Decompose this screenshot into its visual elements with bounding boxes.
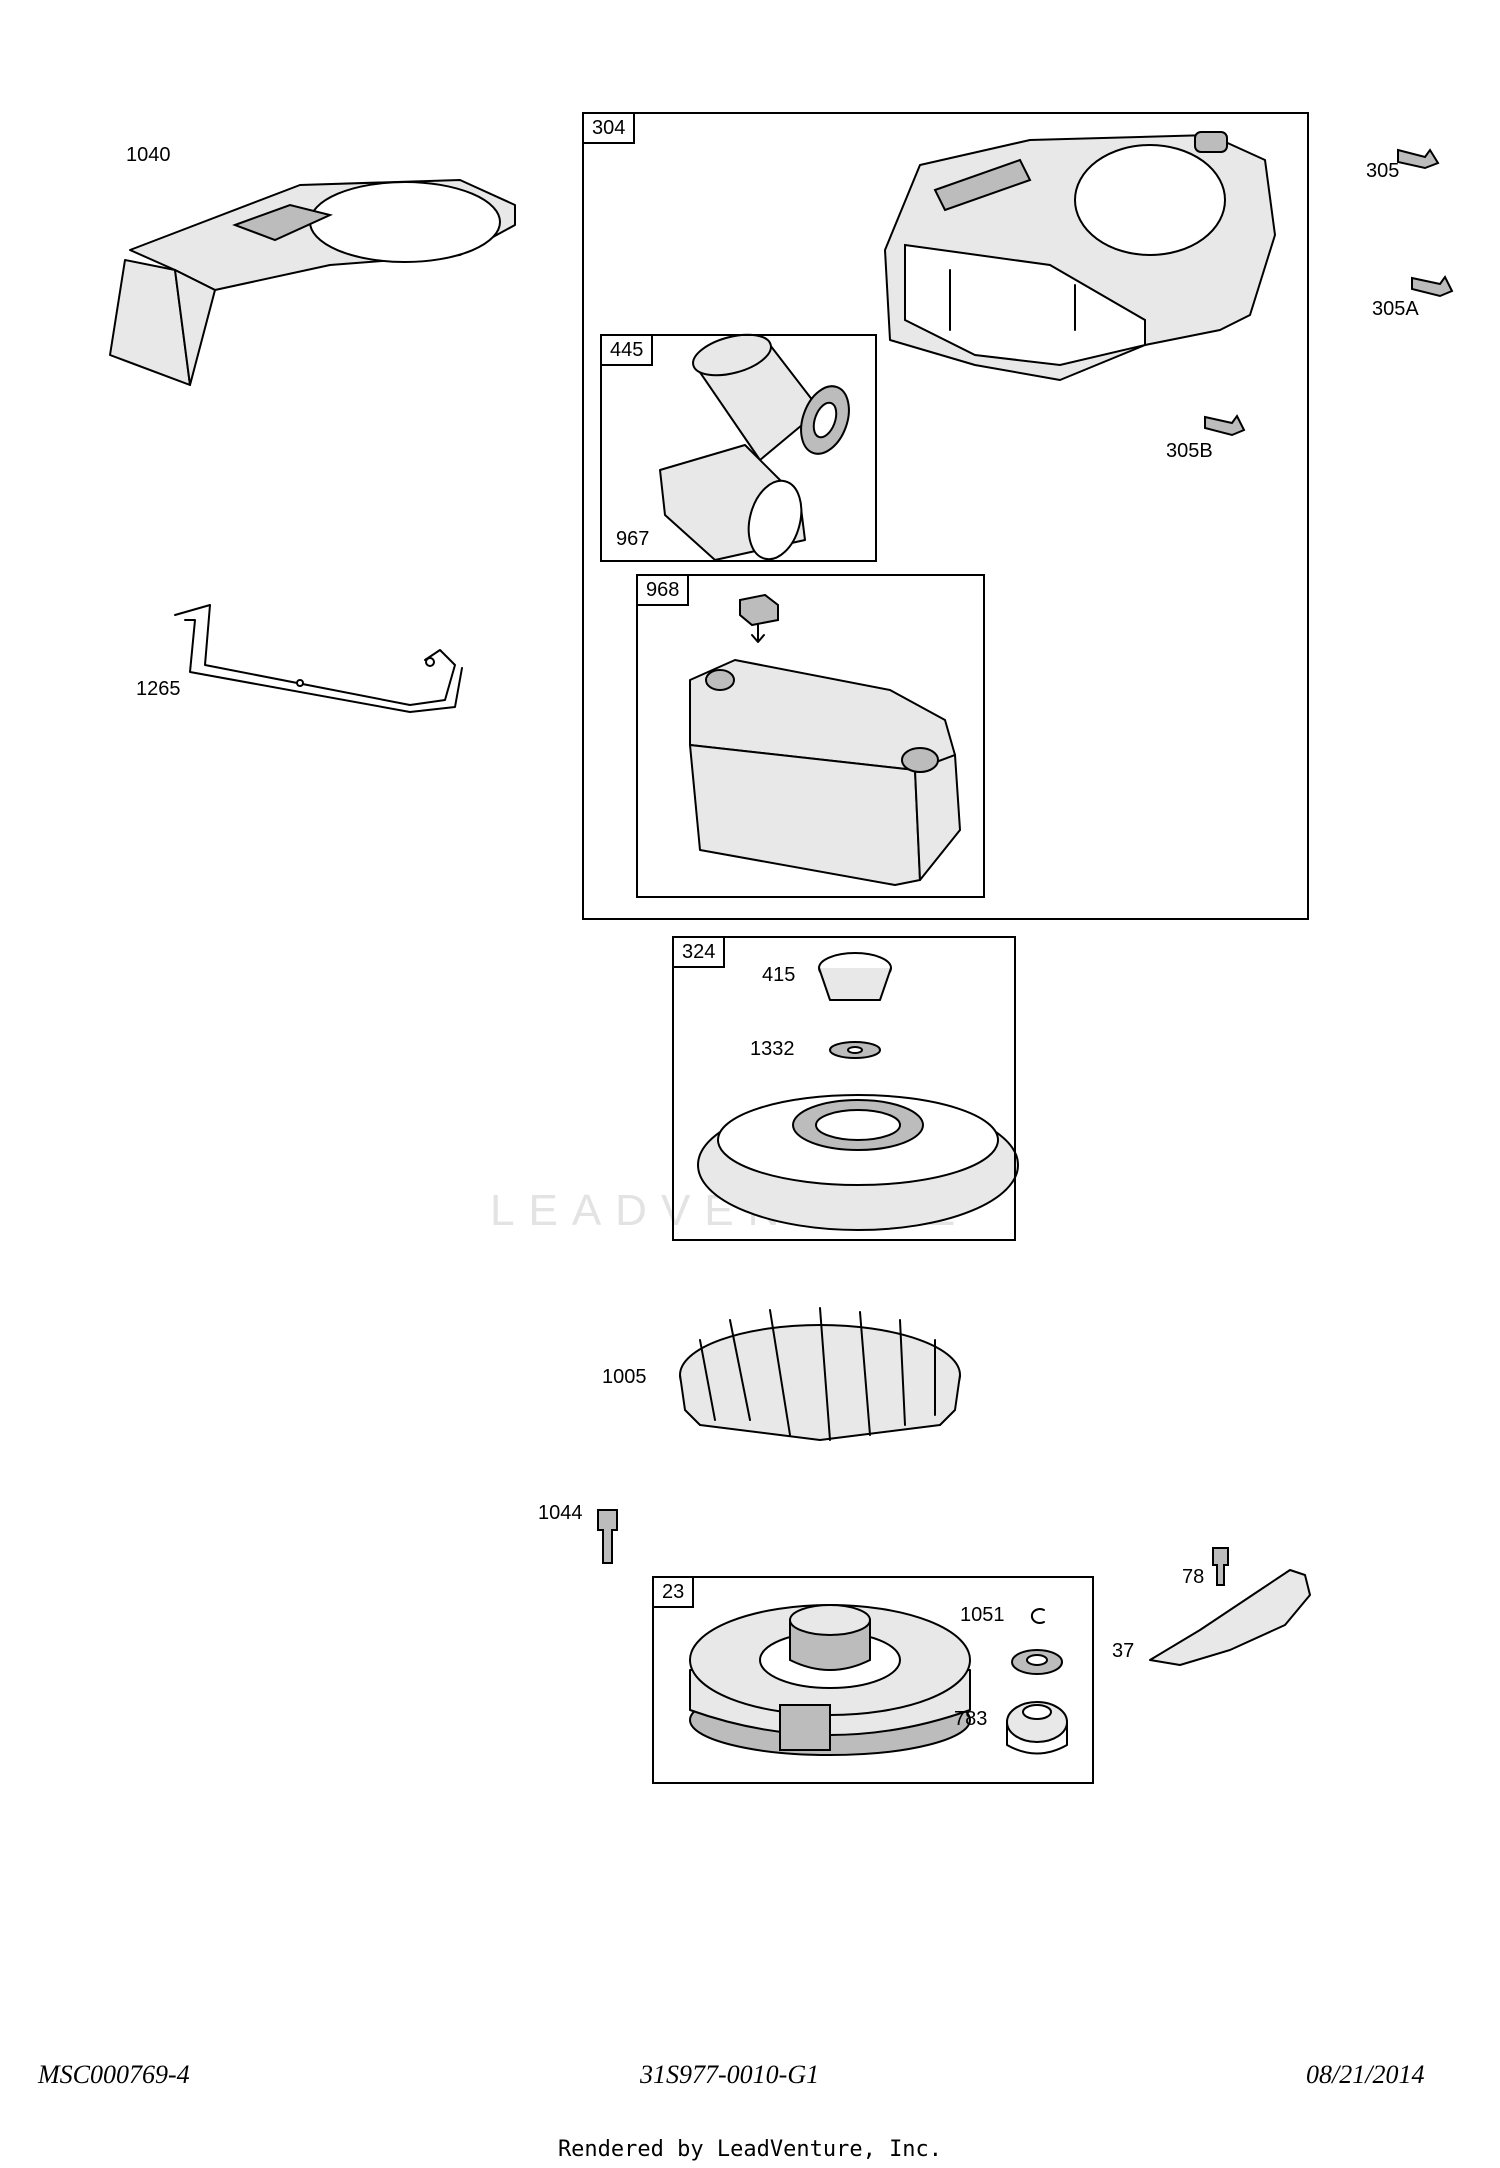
callout-783[interactable]: 783 [954,1708,988,1730]
group-23-box: 23 [652,1576,1094,1784]
bracket-icon [174,604,463,713]
group-label-23: 23 [654,1578,695,1608]
callout-37[interactable]: 37 [1112,1640,1135,1662]
callout-1265[interactable]: 1265 [136,678,181,700]
group-968-box: 968 [636,574,985,898]
group-label-304: 304 [584,114,636,144]
callout-1005[interactable]: 1005 [602,1366,647,1388]
footer-date: 08/21/2014 [1306,2060,1425,2089]
air-cleaner-cover-icon [689,659,961,886]
air-filter-icon [659,333,850,561]
render-credit: Rendered by LeadVenture, Inc. [557,2137,943,2162]
gear-icon [1006,1701,1068,1755]
callout-1332[interactable]: 1332 [750,1038,795,1060]
callout-415[interactable]: 415 [762,964,796,986]
footer-center-id: 31S977-0010-G1 [640,2060,820,2089]
callout-305a[interactable]: 305A [1372,298,1419,320]
group-304-box: 304 [582,112,1309,920]
baffle-icon [1149,1569,1311,1666]
starter-cup-icon [1011,1649,1063,1675]
group-label-968: 968 [638,576,690,606]
starter-cup-icon [697,952,1019,1231]
callout-967[interactable]: 967 [616,528,650,550]
group-324-box: 324 [672,936,1016,1241]
flywheel-icon [689,1604,971,1756]
callout-78[interactable]: 78 [1182,1566,1205,1588]
callout-305[interactable]: 305 [1366,160,1400,182]
retainer-ring-icon [1030,1608,1045,1624]
group-label-445: 445 [602,336,654,366]
footer-left-id: MSC000769-4 [38,2060,190,2089]
blower-housing-icon [884,131,1276,381]
fan-icon [679,1307,961,1441]
screw-icon [1212,1547,1229,1586]
screw-icon [1204,148,1454,437]
screw-icon [597,1509,618,1564]
callout-1044[interactable]: 1044 [538,1502,583,1524]
knob-icon [739,593,779,643]
callout-1051[interactable]: 1051 [960,1604,1005,1626]
group-445-box: 445 [600,334,877,562]
callout-305b[interactable]: 305B [1166,440,1213,462]
blower-housing-cover-icon [109,179,516,386]
callout-1040[interactable]: 1040 [126,144,171,166]
group-label-324: 324 [674,938,726,968]
